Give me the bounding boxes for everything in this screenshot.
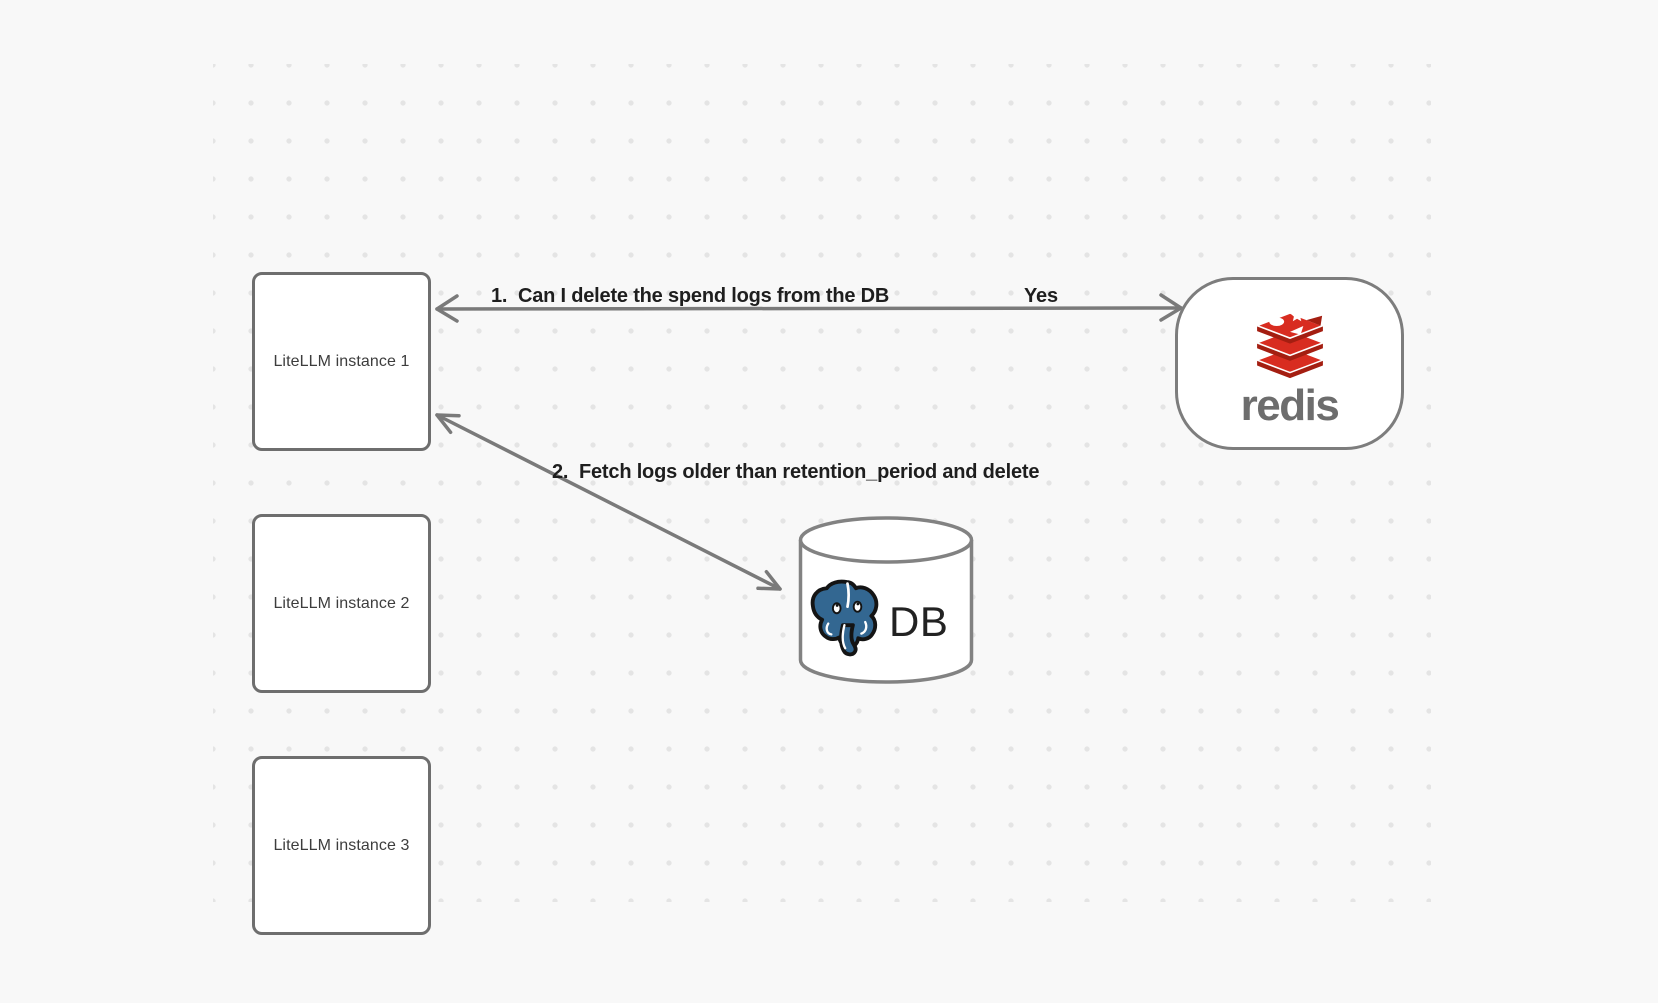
node-database: DB [797, 515, 975, 685]
redis-logo-icon [1254, 307, 1325, 378]
edge1-question-label: 1. Can I delete the spend logs from the … [491, 285, 890, 307]
redis-layer-top [1254, 307, 1325, 344]
node-litellm-instance-3-label: LiteLLM instance 3 [273, 836, 410, 854]
redis-wordmark: redis [1240, 380, 1340, 430]
node-litellm-instance-2-label: LiteLLM instance 2 [273, 594, 410, 612]
edge1-response-label: Yes [1024, 285, 1058, 307]
node-litellm-instance-1-label: LiteLLM instance 1 [273, 352, 410, 370]
node-redis: redis [1175, 277, 1404, 450]
edge-instance1-db-arrow [435, 413, 782, 591]
node-litellm-instance-2: LiteLLM instance 2 [252, 514, 431, 693]
postgresql-elephant-icon [810, 579, 879, 657]
node-litellm-instance-1: LiteLLM instance 1 [252, 272, 431, 451]
node-litellm-instance-3: LiteLLM instance 3 [252, 756, 431, 935]
db-label: DB [889, 598, 949, 645]
edge2-action-label: 2. Fetch logs older than retention_perio… [552, 461, 1040, 483]
